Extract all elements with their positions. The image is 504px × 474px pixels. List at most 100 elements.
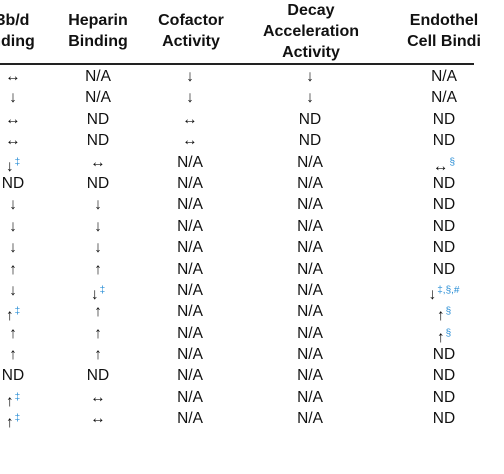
table-cell: N/A: [262, 365, 358, 386]
table-cell: ↑: [60, 301, 136, 322]
header-decay-acceleration-activity: Decay Acceleration Activity: [246, 0, 376, 63]
cell-value: ↑: [5, 414, 14, 432]
cell-value: ND: [432, 346, 456, 364]
cell-value: ND: [432, 410, 456, 428]
table-cell: ↔: [60, 408, 136, 429]
table-cell: ↓: [60, 194, 136, 215]
table-cell: N/A: [152, 365, 228, 386]
table-cell: N/A: [152, 237, 228, 258]
cell-value: ↑: [436, 307, 445, 325]
cell-value: ↓: [428, 285, 437, 303]
table-row: ↔N/A↓↓N/A: [0, 66, 474, 87]
table-cell: N/A: [262, 194, 358, 215]
table-cell: ND: [404, 194, 484, 215]
cell-value: N/A: [177, 281, 203, 299]
table-cell: ↓: [152, 87, 228, 108]
table-cell: ↑‡: [0, 408, 46, 432]
table-cell: ND: [60, 365, 136, 386]
table-cell: N/A: [262, 237, 358, 258]
footnote-marker: §: [445, 327, 452, 339]
cell-value: ↔: [90, 388, 106, 406]
table-cell: N/A: [262, 301, 358, 322]
cell-value: ND: [298, 110, 322, 128]
header-heparin-binding: Heparin Binding: [58, 10, 138, 52]
footnote-marker: ‡: [14, 413, 21, 425]
cell-value: N/A: [297, 260, 323, 278]
cell-value: ↑: [436, 328, 445, 346]
table-cell: N/A: [152, 280, 228, 301]
cell-value: ↑: [5, 392, 14, 410]
cell-value: ND: [1, 174, 25, 192]
cell-value: ↓: [186, 89, 194, 107]
header-line: Endothel: [409, 12, 479, 29]
cell-value: ND: [432, 217, 456, 235]
table-cell: ND: [404, 237, 484, 258]
cell-value: N/A: [297, 346, 323, 364]
cell-value: ↓: [9, 217, 17, 235]
table-cell: ↔§: [404, 152, 484, 175]
footnote-marker: §: [449, 156, 456, 168]
table-cell: ↑§: [404, 323, 484, 346]
cell-value: ND: [432, 239, 456, 257]
cell-value: ↔: [90, 410, 106, 428]
cell-value: N/A: [177, 346, 203, 364]
table-row: ↓ ↓ N/A N/A ND: [0, 216, 474, 237]
table-cell: ND: [404, 216, 484, 237]
cell-value: ↓: [94, 217, 102, 235]
cell-value: ↔: [5, 110, 21, 128]
table-cell: ↑: [60, 344, 136, 365]
cell-value: N/A: [297, 367, 323, 385]
table-cell: ↑: [0, 259, 46, 280]
cell-value: ↑: [9, 324, 17, 342]
table-cell: ↓‡,§,#: [404, 280, 484, 303]
cell-value: ↓: [306, 89, 314, 107]
table-cell: ↓: [0, 194, 46, 215]
cell-value: N/A: [431, 89, 457, 107]
cell-value: ND: [86, 110, 110, 128]
table-cell: ND: [60, 173, 136, 194]
header-line: Heparin: [68, 12, 128, 29]
table-cell: N/A: [152, 259, 228, 280]
cell-value: ↑: [5, 307, 14, 325]
cell-value: N/A: [297, 217, 323, 235]
cell-value: N/A: [177, 260, 203, 278]
header-line: Cell Bindi: [407, 33, 481, 50]
header-line: Activity: [162, 33, 220, 50]
table-cell: ↑‡: [0, 387, 46, 410]
cell-value: ND: [86, 132, 110, 150]
table-cell: N/A: [152, 216, 228, 237]
table-cell: N/A: [152, 344, 228, 365]
header-c3b-d-binding: 3b/d nding: [0, 10, 46, 52]
table-cell: N/A: [404, 66, 484, 87]
cell-value: ↓: [9, 281, 17, 299]
table-cell: N/A: [152, 323, 228, 344]
cell-value: ↑: [94, 324, 102, 342]
cell-value: N/A: [177, 324, 203, 342]
cell-value: ND: [432, 388, 456, 406]
table-cell: N/A: [152, 194, 228, 215]
table-cell: ↓: [0, 87, 46, 108]
table-cell: ↔: [0, 66, 46, 87]
table-cell: ↔: [60, 152, 136, 173]
table-cell: N/A: [60, 66, 136, 87]
cell-value: N/A: [177, 239, 203, 257]
table-cell: N/A: [152, 387, 228, 408]
header-line: Activity: [282, 44, 340, 61]
table-cell: ↑: [60, 323, 136, 344]
table-cell: ↔: [60, 387, 136, 408]
table-cell: N/A: [152, 152, 228, 173]
cell-value: N/A: [177, 367, 203, 385]
header-line: Cofactor: [158, 12, 224, 29]
cell-value: ND: [432, 367, 456, 385]
table-cell: ↓: [60, 237, 136, 258]
table-cell: ↓‡: [0, 152, 46, 175]
table-cell: N/A: [152, 301, 228, 322]
